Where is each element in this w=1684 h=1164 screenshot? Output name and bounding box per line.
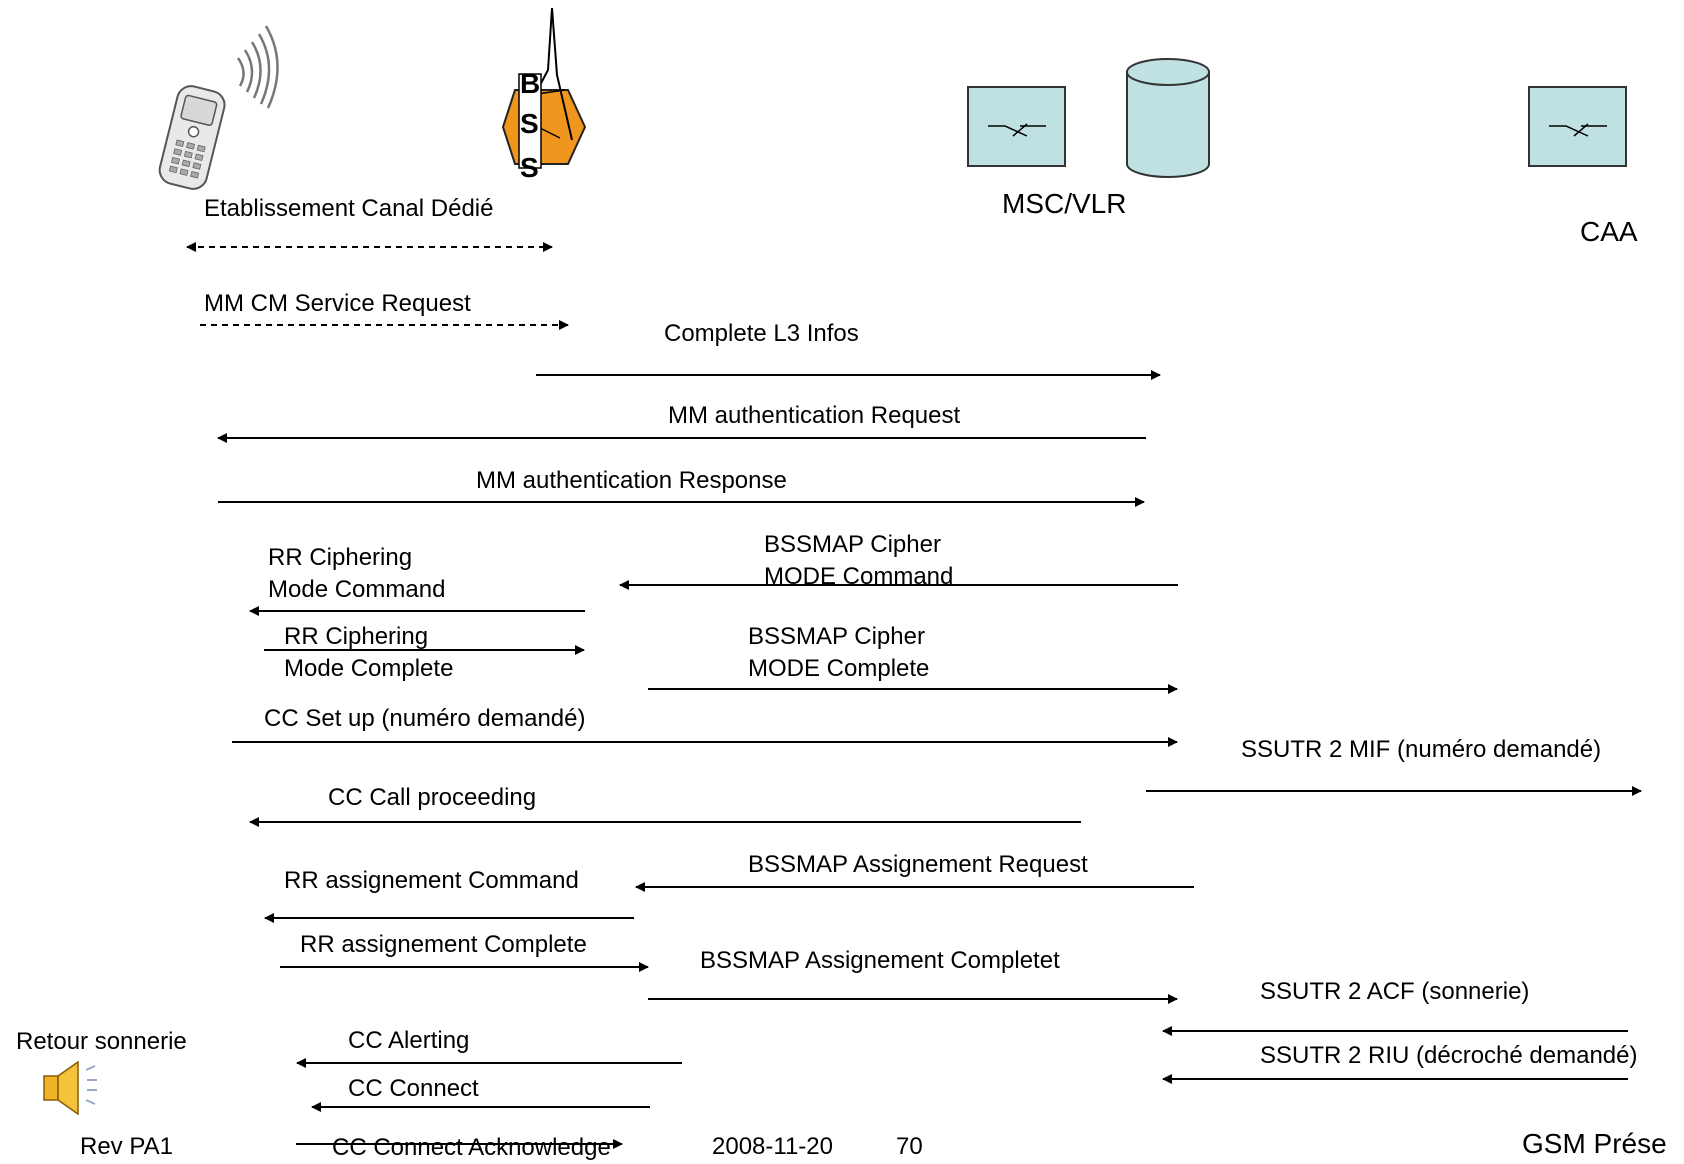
msg-rr-ciphering-complete-1: RR Ciphering bbox=[284, 623, 429, 650]
msg-ssutr-riu: SSUTR 2 RIU (décroché demandé) bbox=[1260, 1042, 1638, 1069]
retour-sonnerie-label: Retour sonnerie bbox=[16, 1028, 187, 1055]
msg-cm-service-request: MM CM Service Request bbox=[204, 290, 471, 317]
caa-switch-icon bbox=[1528, 86, 1627, 167]
msg-ssutr-acf: SSUTR 2 ACF (sonnerie) bbox=[1260, 978, 1530, 1005]
footer-rev: Rev PA1 bbox=[80, 1133, 173, 1160]
footer-date: 2008-11-20 bbox=[712, 1133, 833, 1160]
msg-rr-ciphering-command-1: RR Ciphering bbox=[268, 544, 413, 571]
msg-bssmap-assign-request: BSSMAP Assignement Request bbox=[748, 851, 1088, 878]
msg-rr-ciphering-command-2: Mode Command bbox=[268, 576, 446, 603]
mobile-phone-icon bbox=[158, 25, 279, 190]
msg-rr-ciphering-complete-2: Mode Complete bbox=[284, 655, 454, 682]
footer-page: 70 bbox=[896, 1133, 923, 1160]
bss-tower-icon bbox=[501, 7, 587, 169]
msg-bssmap-cipher-command-2: MODE Command bbox=[764, 563, 954, 590]
msg-auth-request: MM authentication Request bbox=[668, 402, 961, 429]
msg-rr-assign-command: RR assignement Command bbox=[284, 867, 579, 894]
footer-title: GSM Prése bbox=[1522, 1128, 1667, 1159]
msg-bssmap-cipher-complete-1: BSSMAP Cipher bbox=[748, 623, 925, 650]
msg-ssutr-mif: SSUTR 2 MIF (numéro demandé) bbox=[1241, 736, 1602, 763]
msg-cc-connect-ack: CC Connect Acknowledge bbox=[332, 1134, 611, 1161]
msg-bssmap-assign-complete: BSSMAP Assignement Completet bbox=[700, 947, 1060, 974]
msg-bssmap-cipher-complete-2: MODE Complete bbox=[748, 655, 930, 682]
msg-canal-dedie: Etablissement Canal Dédié bbox=[204, 195, 494, 222]
msg-complete-l3: Complete L3 Infos bbox=[664, 320, 859, 347]
msc-vlr-label: MSC/VLR bbox=[1002, 188, 1127, 219]
bss-letter-s2: S bbox=[520, 152, 539, 183]
msg-cc-connect: CC Connect bbox=[348, 1075, 479, 1102]
bss-letter-s1: S bbox=[520, 108, 539, 139]
bss-letter-b: B bbox=[520, 68, 541, 99]
vlr-database-icon bbox=[1126, 58, 1210, 178]
msg-rr-assign-complete: RR assignement Complete bbox=[300, 931, 587, 958]
msg-cc-setup: CC Set up (numéro demandé) bbox=[264, 705, 586, 732]
msg-cc-alerting: CC Alerting bbox=[348, 1027, 470, 1054]
msg-auth-response: MM authentication Response bbox=[476, 467, 787, 494]
caa-label: CAA bbox=[1580, 216, 1638, 247]
msg-cc-call-proceeding: CC Call proceeding bbox=[328, 784, 537, 811]
msc-switch-icon bbox=[967, 86, 1066, 167]
speaker-icon bbox=[43, 1060, 97, 1116]
msg-bssmap-cipher-command-1: BSSMAP Cipher bbox=[764, 531, 941, 558]
